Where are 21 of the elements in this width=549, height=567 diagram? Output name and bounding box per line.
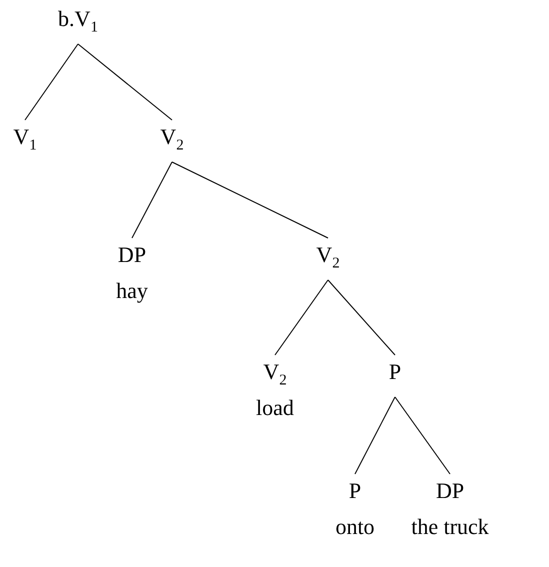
tree-branch-line <box>328 280 396 356</box>
tree-branch-line <box>24 44 78 120</box>
category-label: DP <box>118 242 146 268</box>
category-label: P <box>388 359 402 385</box>
tree-branch-line <box>78 44 172 120</box>
tree-branch-line <box>354 396 396 474</box>
tree-branch-line <box>394 396 450 474</box>
word-label: onto <box>335 514 375 540</box>
word-label: load <box>256 395 294 421</box>
category-label: b.V$_{1}$ <box>58 6 98 32</box>
category-label: V$_{2}$ <box>160 124 184 150</box>
word-label: hay <box>116 278 148 304</box>
category-label: P <box>348 478 362 504</box>
category-label: V$_{2}$ <box>316 242 340 268</box>
category-label: V$_{1}$ <box>13 124 37 150</box>
word-label: the truck <box>411 514 489 540</box>
tree-branch-line <box>132 162 172 238</box>
tree-branch-line <box>274 280 328 356</box>
category-label: DP <box>436 478 464 504</box>
tree-branch-line <box>172 162 328 238</box>
category-label: V$_{2}$ <box>263 359 287 385</box>
